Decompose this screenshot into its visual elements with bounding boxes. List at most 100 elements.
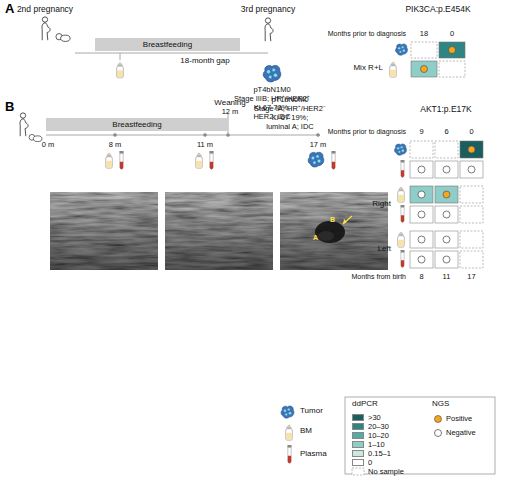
row-label: Mix R+L: [353, 64, 383, 73]
mutation-grid-a: [390, 42, 465, 77]
time-point: 17 m: [310, 141, 327, 149]
figure-rect: [410, 186, 433, 203]
figure-ellipse: [318, 231, 334, 241]
figure-rect: [410, 206, 433, 223]
mutation-name: PIK3CA:p.E454K: [405, 5, 470, 14]
figure-circle: [443, 211, 450, 218]
axis-tick: 17: [467, 273, 475, 281]
row-label: Left: [378, 245, 391, 254]
figure-use: [401, 250, 405, 267]
figure-rect: [435, 186, 458, 203]
time-point: 0 m: [42, 141, 55, 149]
figure-use: [56, 34, 70, 42]
figure-rect: [50, 192, 158, 270]
time-point: 8 m: [109, 141, 122, 149]
figure-circle: [449, 47, 456, 54]
legend-swatch: [352, 423, 364, 430]
legend-samples: [281, 397, 495, 475]
time-point: 11 m: [197, 141, 213, 149]
figure-line: [343, 216, 352, 224]
axis-tick: 0: [450, 30, 454, 38]
figure-circle: [203, 133, 207, 137]
axis-tick: 9: [419, 128, 423, 136]
figure-rect: [439, 42, 465, 58]
figure-use: [398, 187, 405, 202]
axis-tick: 0: [469, 128, 473, 136]
figure-circle: [418, 211, 425, 218]
legend-text: Negative: [446, 429, 476, 437]
figure-ellipse: [315, 221, 345, 243]
event-label: 2nd pregnancy: [17, 5, 73, 14]
figure-line: [75, 53, 268, 54]
figure-use: [42, 17, 50, 40]
axis-tick: 11: [443, 273, 451, 281]
figure-rect: [280, 192, 388, 270]
figure-rect: [410, 231, 433, 248]
figure-use: [281, 406, 294, 418]
tumor-stage: luminal A; IDC: [266, 123, 314, 131]
figure-circle: [443, 236, 450, 243]
axis-tick: 18: [420, 30, 428, 38]
figure-rect: [435, 251, 458, 268]
figure-rect: [435, 231, 458, 248]
figure-use: [20, 113, 28, 136]
event-label: 3rd pregnancy: [241, 5, 295, 14]
legend-text: 0.15–1: [368, 450, 391, 458]
figure-rect: [411, 61, 437, 77]
figure-use: [401, 160, 405, 177]
figure-use: [398, 232, 405, 247]
legend-text: Positive: [446, 415, 472, 423]
tumor-stage: Stage IA; HR⁺/HER2⁻: [254, 105, 326, 113]
figure-circle: [435, 430, 442, 437]
breastfeeding-bar: Breastfeeding: [95, 38, 240, 51]
legend-text: 1–10: [368, 441, 385, 449]
figure-use: [29, 134, 42, 141]
figure-rect: [435, 206, 458, 223]
figure-use: [286, 425, 293, 440]
figure-rect: [50, 192, 158, 270]
mutation-name: AKT1:p.E17K: [420, 105, 472, 114]
figure-circle: [316, 133, 320, 137]
legend-heading: NGS: [432, 400, 449, 409]
figure-circle: [421, 66, 428, 73]
figure-circle: [435, 416, 442, 423]
figure-use: [395, 144, 407, 155]
figure-circle: [468, 166, 475, 173]
figure-use: [106, 153, 113, 168]
figure-line: [120, 53, 121, 60]
figure-rect: [410, 161, 433, 178]
legend-text: No sample: [368, 468, 404, 476]
figure-rect: [435, 161, 458, 178]
figure-circle: [468, 146, 475, 153]
legend-heading: ddPCR: [352, 400, 378, 409]
figure-rect: [460, 161, 483, 178]
tumor-stage: Ki-67 19%;: [272, 114, 309, 122]
legend-swatch: [352, 441, 364, 448]
figure-circle: [418, 256, 425, 263]
legend-text: 0: [368, 459, 372, 467]
timeline-a: [42, 17, 281, 82]
figure-rect: [410, 141, 433, 158]
figure-use: [396, 44, 408, 55]
mutation-grid-b: [395, 141, 483, 268]
legend-text: BM: [300, 427, 312, 436]
figure-use: [196, 153, 203, 168]
figure-rect: [435, 141, 458, 158]
figure-use: [119, 151, 123, 169]
axis-tick: 6: [444, 128, 448, 136]
figure-path: [343, 219, 347, 224]
figure-circle: [418, 191, 425, 198]
figure-circle: [443, 256, 450, 263]
image-marker: B: [330, 216, 335, 224]
ultrasound-images: [50, 192, 388, 270]
figure-use: [263, 65, 281, 82]
legend-text: Plasma: [300, 450, 327, 459]
legend-text: 20–30: [368, 423, 389, 431]
legend-swatch: [352, 414, 364, 421]
legend-swatch: [352, 459, 364, 466]
figure-use: [287, 445, 291, 463]
figure-rect: [439, 61, 465, 77]
figure-circle: [418, 236, 425, 243]
image-marker: A: [313, 234, 318, 242]
figure-use: [308, 152, 324, 167]
